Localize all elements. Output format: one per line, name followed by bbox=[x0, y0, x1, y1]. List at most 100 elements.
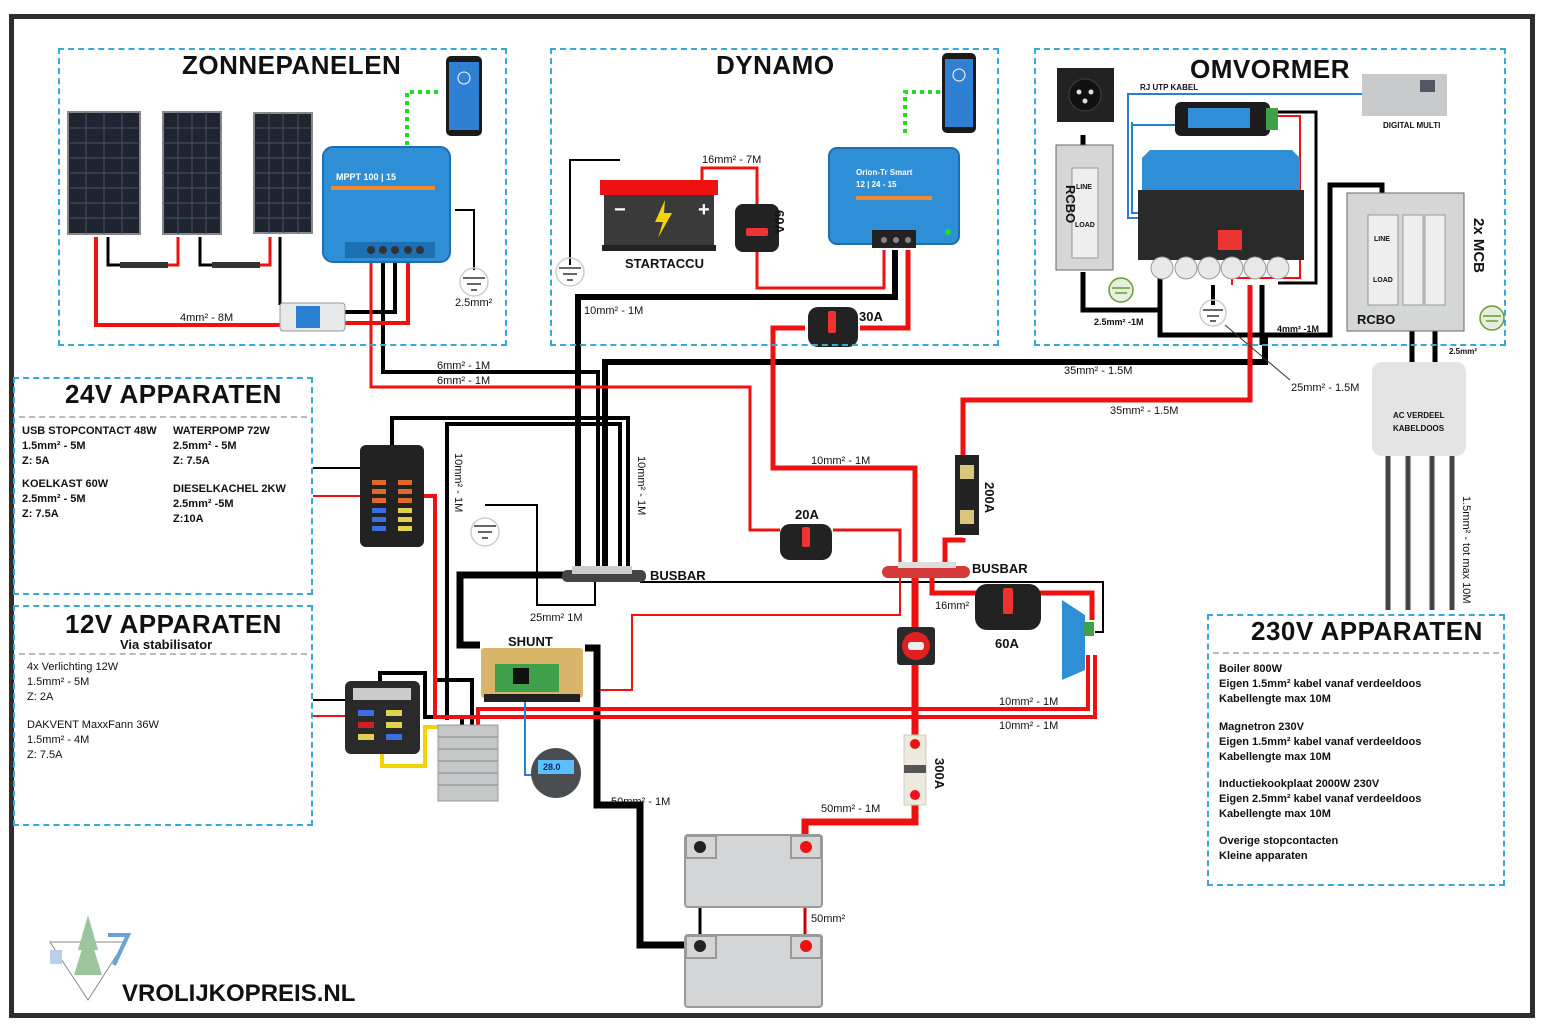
fuse-200a-icon bbox=[955, 455, 979, 535]
shunt-icon bbox=[481, 648, 583, 702]
fuse-300a-label: 300A bbox=[932, 758, 947, 790]
mcb-label: 2x MCB bbox=[1470, 218, 1487, 274]
wire-busbar-shunt bbox=[456, 571, 590, 649]
rcbo-mcb-box-icon bbox=[1346, 192, 1465, 332]
shunt-label: SHUNT bbox=[508, 634, 553, 649]
solar-panel-3-icon bbox=[253, 112, 313, 234]
cable-ac-out-label: 1.5mm² - tot max 10M bbox=[1460, 496, 1472, 604]
cable-35mm-red-label: 35mm² - 1.5M bbox=[1110, 405, 1179, 417]
wire-inv-out-neg bbox=[1157, 182, 1385, 338]
wire-inv-dongle-neg bbox=[1278, 110, 1318, 285]
cable-inv-4-label: 4mm² -1M bbox=[1277, 324, 1320, 334]
mppt-model-label: MPPT 100 | 15 bbox=[336, 172, 397, 182]
ve-bus-dongle-icon bbox=[1175, 102, 1278, 136]
orion-smart-charger-icon bbox=[1062, 600, 1094, 680]
cable-dynamo-10-label: 10mm² - 1M bbox=[584, 305, 644, 317]
cable-25mm-inv-label: 25mm² - 1.5M bbox=[1291, 382, 1360, 394]
wire-60a-orion bbox=[755, 250, 886, 290]
cable-inv-25-label: 2.5mm² -1M bbox=[1094, 317, 1144, 327]
wire-isolator-mppt-pos bbox=[345, 255, 410, 325]
panel-title-24v: 24V APPARATEN bbox=[65, 379, 282, 409]
wire-bt-mppt bbox=[405, 90, 442, 145]
cable-solar-label: 4mm² - 8M bbox=[180, 312, 234, 324]
house-battery-1-icon bbox=[684, 834, 823, 908]
svg-text:+: + bbox=[698, 199, 710, 221]
wire-12v-neg-2 bbox=[433, 620, 474, 725]
cable-10mm-b-label: 10mm² - 1M bbox=[999, 720, 1059, 732]
busbar-negative-label: BUSBAR bbox=[650, 568, 706, 583]
cable-50mm-black-label: 50mm² - 1M bbox=[611, 796, 671, 808]
cable-10mm-left-label: 10mm² - 1M bbox=[452, 453, 464, 513]
wire-mppt-batt-neg bbox=[381, 255, 600, 570]
wire-busbar-ground bbox=[485, 504, 596, 606]
fuse-200a-label: 200A bbox=[982, 482, 997, 514]
panel-title-dynamo: DYNAMO bbox=[716, 50, 835, 80]
fuse-60a-dynamo-label: 60A bbox=[772, 210, 787, 234]
ac-distribution-box bbox=[1372, 362, 1466, 456]
breaker-20a-icon bbox=[780, 524, 832, 560]
busbar-negative-icon bbox=[562, 566, 646, 582]
panel-title-omvormer: OMVORMER bbox=[1190, 54, 1350, 84]
wire-20a-busbar bbox=[833, 528, 902, 565]
pv-isolator-switch-icon bbox=[279, 302, 346, 332]
mc4-connector-2-icon bbox=[212, 262, 260, 268]
battery-switch-icon bbox=[897, 627, 935, 665]
wire-inv-in-neg bbox=[1080, 272, 1163, 313]
ac-inlet-icon bbox=[1057, 68, 1114, 122]
rcbo-left-icon bbox=[1055, 144, 1114, 271]
wire-60a-charger bbox=[1040, 590, 1095, 620]
footer-site-name: VROLIJKOPREIS.NL bbox=[122, 980, 356, 1007]
cable-dynamo-16-label: 16mm² - 7M bbox=[702, 154, 762, 166]
house-battery-2-icon bbox=[684, 934, 823, 1008]
pointer-25mm bbox=[1224, 324, 1291, 381]
rj-utp-label: RJ UTP KABEL bbox=[1140, 83, 1199, 92]
wire-startaccu-ground bbox=[569, 159, 620, 265]
orion-dcdc-charger-icon bbox=[828, 147, 960, 248]
cable-16mm-label: 16mm² bbox=[935, 600, 970, 612]
wire-mppt-pv-neg bbox=[345, 255, 397, 314]
voltage-stabiliser-icon bbox=[437, 724, 499, 802]
cable-10mm-red-label: 10mm² - 1M bbox=[811, 455, 871, 467]
breaker-30a-icon bbox=[808, 307, 858, 347]
diagram-frame bbox=[9, 14, 1535, 1018]
solar-panel-2-icon bbox=[162, 111, 222, 235]
wire-shunt-sense bbox=[600, 578, 901, 691]
wire-inv-dongle-pos bbox=[1231, 115, 1301, 285]
fuse-60a-busbar-label: 60A bbox=[995, 636, 1019, 651]
panel-12v-apparaten: 12V APPARATEN Via stabilisator 4x Verlic… bbox=[13, 605, 313, 826]
wire-solar-pos-3 bbox=[258, 237, 272, 267]
panel-subtitle-12v: Via stabilisator bbox=[120, 637, 213, 652]
wire-orion-30a bbox=[860, 250, 911, 331]
rcbo-right-load-label: LOAD bbox=[1373, 277, 1393, 284]
cable-6mm-a-label: 6mm² - 1M bbox=[437, 360, 491, 372]
cable-10mm-a-label: 10mm² - 1M bbox=[999, 696, 1059, 708]
wire-30a-busbar bbox=[770, 325, 918, 565]
phone-app-orion-icon bbox=[942, 53, 976, 133]
busbar-positive-label: BUSBAR bbox=[972, 561, 1028, 576]
wire-10mm-left bbox=[445, 422, 622, 720]
ground-startaccu-icon bbox=[555, 257, 585, 287]
panel-title-230v: 230V APPARATEN bbox=[1251, 616, 1483, 646]
cable-35mm-black-label: 35mm² - 1.5M bbox=[1064, 365, 1133, 377]
wire-busbar-200a bbox=[942, 537, 966, 565]
cable-25mm-label: 25mm² 1M bbox=[530, 612, 583, 624]
wire-solar-neg-2 bbox=[198, 237, 212, 267]
fusebox-24v-icon bbox=[360, 445, 424, 547]
rcbo-right-line-label: LINE bbox=[1374, 236, 1390, 243]
cable-10mm-right-label: 10mm² - 1M bbox=[635, 456, 647, 516]
digital-multi-control-icon bbox=[1362, 74, 1447, 116]
breaker-60a-busbar-icon bbox=[975, 584, 1041, 630]
busbar-positive-icon bbox=[882, 562, 970, 578]
wire-shunt-battery bbox=[585, 644, 700, 949]
wire-busbar-charger-neg bbox=[640, 581, 1104, 633]
